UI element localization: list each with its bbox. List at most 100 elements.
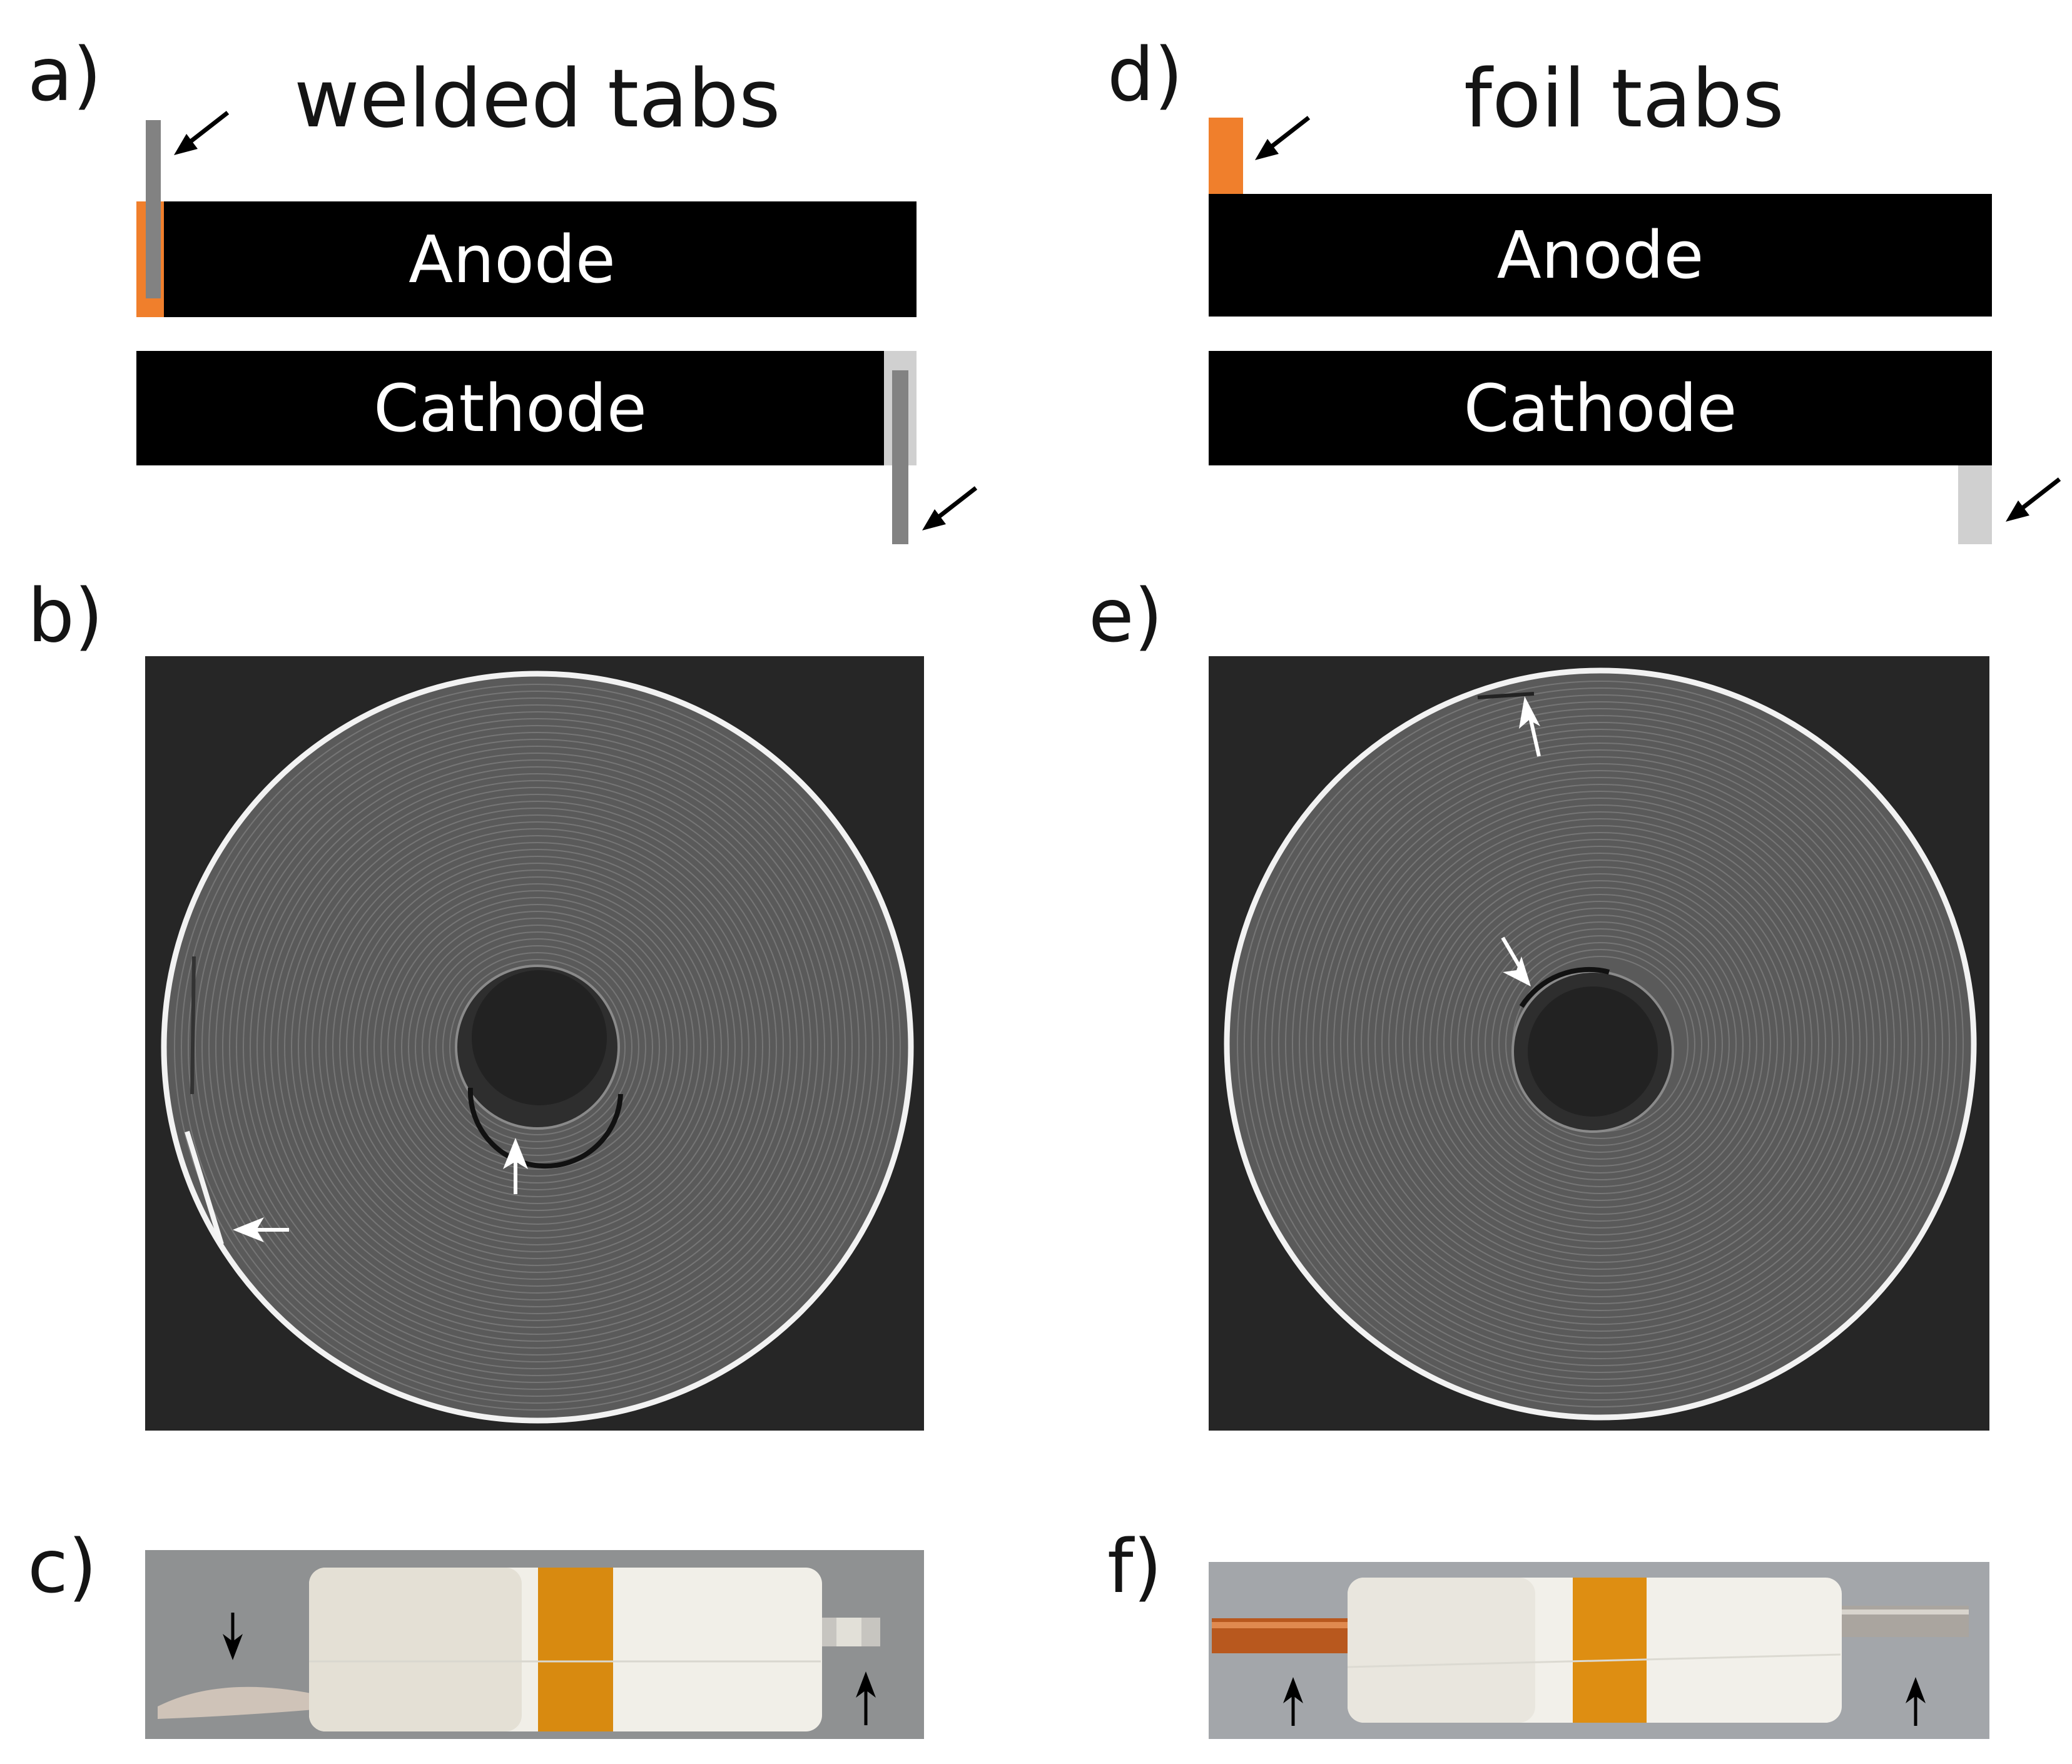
winding-layer [1464, 908, 1737, 1180]
winding-layer [449, 959, 626, 1135]
winding-layer [1237, 681, 1964, 1407]
winding-layer [1471, 915, 1730, 1173]
photo-welded-tabs-cell [145, 1550, 924, 1739]
winding-layer [442, 952, 632, 1142]
cathode-welded-tab [892, 370, 908, 544]
arrow-icon [1501, 936, 1531, 986]
winding-layer [1457, 901, 1744, 1187]
winding-layer [1436, 880, 1764, 1208]
winding-layer [1285, 729, 1916, 1359]
winding-layer [353, 863, 722, 1232]
winding-layer [1340, 784, 1861, 1304]
winding-layer [1264, 708, 1936, 1380]
winding-layer [305, 814, 770, 1280]
winding-layer [1416, 859, 1785, 1229]
panel-label-b: b) [28, 572, 103, 659]
ct-cross-section-welded [145, 656, 924, 1431]
panel-label-a: a) [28, 31, 102, 118]
winding-layer [429, 938, 646, 1156]
winding-layer [201, 711, 873, 1383]
winding-layer [1319, 763, 1881, 1325]
winding-layer [373, 883, 701, 1211]
winding-layer [1478, 921, 1723, 1167]
winding-layer [325, 835, 749, 1259]
winding-layer [284, 794, 791, 1300]
winding-layer [318, 828, 756, 1266]
winding-layer [1395, 839, 1805, 1249]
winding-layer [380, 890, 694, 1204]
winding-layer [1498, 942, 1702, 1146]
winding-layer [250, 759, 825, 1335]
cathode-foil-tab [1958, 465, 1992, 544]
winding-layer [174, 684, 901, 1411]
winding-layer [387, 897, 688, 1197]
arrow-icon [503, 1138, 528, 1194]
winding-layer [1347, 791, 1854, 1297]
winding-layer [1244, 687, 1957, 1401]
winding-layer [263, 773, 811, 1321]
arrow-icon [1519, 696, 1541, 757]
winding-layer [181, 691, 894, 1404]
arrow-icon [918, 483, 981, 533]
winding-layer [435, 945, 639, 1149]
arrow-icon [856, 1671, 876, 1725]
winding-layer [188, 697, 887, 1397]
winding-layer [291, 801, 784, 1294]
panel-title-foil-tabs: foil tabs [1464, 53, 1784, 146]
winding-layer [1430, 873, 1771, 1215]
winding-layer [1326, 770, 1874, 1318]
winding-layer [422, 931, 653, 1163]
winding-layer [339, 849, 736, 1245]
winding-layer [1443, 887, 1757, 1201]
photo-foil-tabs-cell [1209, 1562, 1989, 1739]
winding-layer [243, 753, 832, 1342]
arrow-icon [1906, 1677, 1926, 1726]
winding-layer [1306, 749, 1895, 1339]
winding-layer [1491, 935, 1709, 1153]
winding-layer [236, 746, 839, 1349]
winding-layer [1450, 894, 1750, 1194]
winding-layer [415, 925, 660, 1170]
winding-layer [312, 821, 763, 1273]
winding-layer [1374, 818, 1826, 1270]
winding-layer [1409, 853, 1792, 1235]
anode-strip-a: Anode [164, 201, 917, 317]
cathode-label-d: Cathode [1463, 370, 1737, 447]
panel-label-c: c) [28, 1523, 97, 1609]
panel-label-f: f) [1107, 1523, 1162, 1609]
winding-layer [215, 725, 860, 1369]
winding-layer [367, 876, 708, 1218]
winding-layer [222, 732, 853, 1362]
winding-layer [1278, 722, 1922, 1366]
panel-label-d: d) [1107, 31, 1183, 118]
cathode-strip-d: Cathode [1209, 351, 1992, 465]
winding-layer [1423, 866, 1778, 1222]
winding-layer [360, 869, 715, 1225]
winding-layer [1271, 715, 1929, 1373]
winding-layer [270, 780, 805, 1314]
winding-layer [229, 739, 846, 1356]
winding-layer [1388, 832, 1812, 1256]
anode-welded-tab [146, 120, 161, 298]
winding-layer [1505, 949, 1695, 1139]
winding-layer [208, 718, 866, 1376]
winding-layer [298, 808, 777, 1287]
winding-layer [401, 911, 674, 1184]
ct-cross-section-foil [1209, 656, 1989, 1431]
panel-label-e: e) [1089, 572, 1163, 659]
winding-layer [1381, 825, 1819, 1263]
winding-layer [1292, 736, 1909, 1352]
winding-layer [394, 904, 681, 1190]
arrow-icon [233, 1217, 289, 1242]
winding-layer [1299, 743, 1902, 1346]
winding-layer [332, 842, 743, 1252]
winding-layer [195, 704, 880, 1390]
anode-strip-d: Anode [1209, 194, 1992, 317]
winding-layer [1313, 756, 1888, 1332]
arrow-icon [2002, 474, 2064, 524]
winding-layer [277, 787, 798, 1307]
anode-label-d: Anode [1496, 217, 1704, 293]
panel-title-welded-tabs: welded tabs [294, 53, 781, 146]
arrow-icon [1251, 113, 1314, 163]
winding-layer [1368, 811, 1833, 1277]
